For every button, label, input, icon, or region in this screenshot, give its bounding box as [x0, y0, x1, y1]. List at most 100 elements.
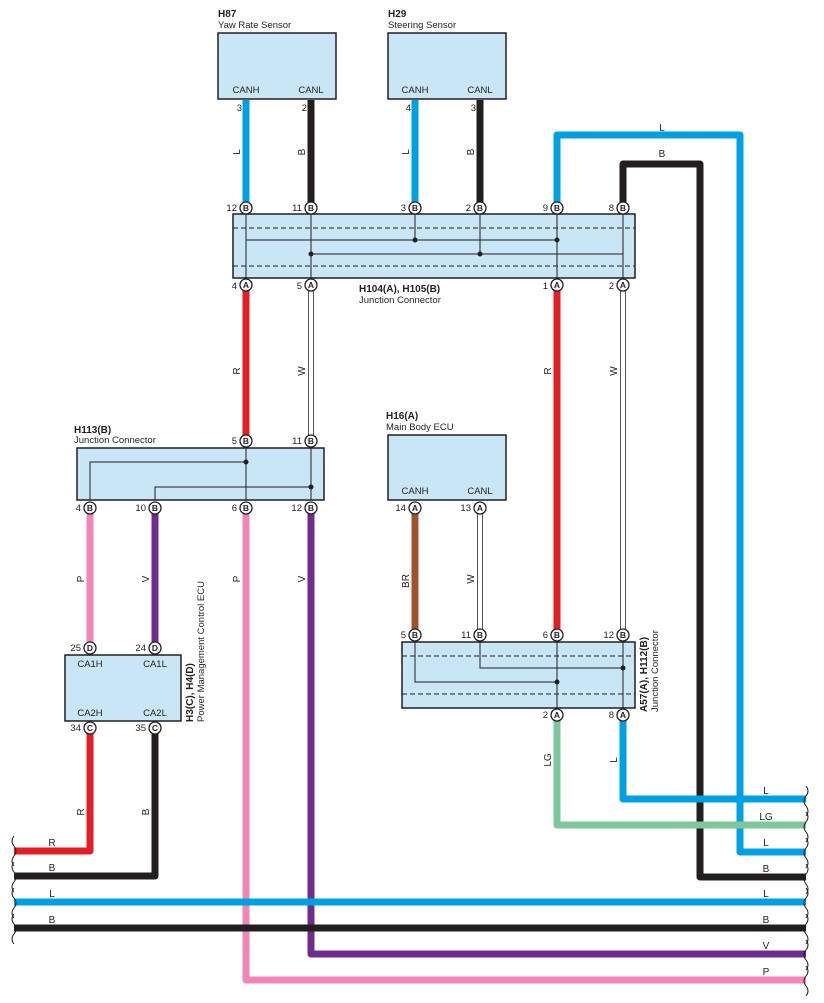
svg-text:CA2H: CA2H: [77, 708, 102, 719]
svg-text:11: 11: [292, 436, 302, 447]
svg-text:A: A: [620, 280, 626, 290]
svg-text:3: 3: [237, 103, 242, 114]
a57-box: [401, 641, 636, 709]
svg-text:8: 8: [609, 710, 614, 721]
svg-text:6: 6: [232, 503, 237, 514]
svg-text:B: B: [49, 915, 56, 926]
svg-text:3: 3: [401, 203, 406, 214]
svg-text:B: B: [49, 863, 56, 874]
connector-letters: B B B B B B A A A A B B B B B B A A D D …: [87, 203, 626, 733]
svg-text:10: 10: [135, 503, 146, 514]
svg-text:35: 35: [135, 723, 146, 734]
jc-main-code: H104(A), H105(B): [359, 284, 440, 295]
svg-text:P: P: [76, 575, 87, 582]
svg-text:B: B: [620, 203, 626, 213]
svg-text:11: 11: [461, 630, 471, 641]
svg-text:L: L: [763, 889, 769, 900]
svg-text:12: 12: [603, 630, 614, 641]
svg-text:12: 12: [291, 503, 302, 514]
a57-internal: [414, 642, 624, 708]
wire-a57-8-l: [619, 715, 806, 803]
svg-text:W: W: [466, 574, 477, 584]
pm-ecu-name: Power Management Control ECU: [196, 581, 207, 722]
svg-text:B: B: [763, 915, 770, 926]
steering-name: Steering Sensor: [388, 20, 456, 31]
steering-sensor-box: [387, 32, 507, 100]
svg-text:B: B: [477, 203, 483, 213]
svg-text:B: B: [297, 148, 308, 155]
pin-circles: [83, 201, 630, 735]
svg-text:L: L: [609, 757, 620, 763]
wire-pm35-b: [14, 728, 159, 880]
svg-text:B: B: [243, 503, 249, 513]
svg-text:B: B: [308, 436, 314, 446]
a57-name: Junction Connector: [650, 630, 661, 712]
svg-text:B: B: [243, 436, 249, 446]
svg-text:W: W: [297, 366, 308, 376]
svg-text:34: 34: [70, 723, 81, 734]
svg-text:W: W: [609, 366, 620, 376]
h113-internal: [89, 448, 312, 500]
svg-text:B: B: [659, 149, 666, 160]
svg-text:B: B: [477, 630, 483, 640]
bus-labels: R B L B L LG L B L B V P: [48, 786, 773, 978]
svg-text:B: B: [243, 203, 249, 213]
svg-text:A: A: [554, 710, 560, 720]
svg-text:B: B: [620, 630, 626, 640]
svg-text:CANL: CANL: [467, 486, 492, 497]
wire-h113-6-p: [242, 508, 806, 984]
component-labels: H87 Yaw Rate Sensor CANH CANL H29 Steeri…: [74, 9, 661, 722]
wire-jc9-l: [553, 131, 806, 856]
svg-text:D: D: [87, 643, 93, 653]
jc-main-box: [232, 213, 636, 279]
svg-text:4: 4: [76, 503, 81, 514]
svg-text:L: L: [763, 786, 769, 797]
svg-text:CA2L: CA2L: [143, 708, 167, 719]
svg-text:8: 8: [609, 203, 614, 214]
svg-text:A: A: [412, 503, 418, 513]
svg-text:B: B: [87, 503, 93, 513]
main-ecu-name: Main Body ECU: [386, 422, 454, 433]
yaw-code: H87: [218, 9, 237, 20]
svg-text:5: 5: [297, 281, 302, 292]
pin-numbers: 3 2 4 3 12 11 3 2 9 8 4 5 1 2 5 11 4 10 …: [70, 103, 614, 734]
svg-text:L: L: [763, 838, 769, 849]
svg-text:9: 9: [543, 203, 548, 214]
wire-h113-12-v: [307, 508, 806, 958]
svg-text:A: A: [554, 280, 560, 290]
svg-text:B: B: [152, 503, 158, 513]
svg-text:25: 25: [70, 643, 81, 654]
svg-text:1: 1: [543, 281, 548, 292]
svg-text:LG: LG: [543, 753, 554, 767]
svg-text:6: 6: [543, 630, 548, 641]
steering-code: H29: [388, 9, 407, 20]
svg-text:14: 14: [395, 503, 406, 514]
svg-text:LG: LG: [759, 812, 773, 823]
svg-text:CANH: CANH: [233, 85, 260, 96]
svg-text:2: 2: [543, 710, 548, 721]
wire-jc8-b: [619, 160, 806, 881]
svg-text:B: B: [466, 148, 477, 155]
svg-text:B: B: [412, 630, 418, 640]
svg-text:CA1L: CA1L: [143, 659, 167, 670]
svg-text:5: 5: [232, 436, 237, 447]
svg-text:4: 4: [406, 103, 411, 114]
svg-text:4: 4: [232, 281, 237, 292]
wire-pm34-r: [14, 728, 94, 855]
svg-text:L: L: [401, 149, 412, 155]
svg-text:A: A: [308, 280, 314, 290]
svg-text:A: A: [243, 280, 249, 290]
pm-ecu-box: [64, 654, 182, 722]
svg-text:CA1H: CA1H: [77, 659, 102, 670]
main-body-ecu-box: [387, 434, 507, 501]
jc-main-name: Junction Connector: [359, 295, 441, 306]
h113-box: [76, 447, 325, 501]
svg-text:C: C: [152, 723, 158, 733]
svg-text:L: L: [49, 889, 55, 900]
svg-text:L: L: [232, 149, 243, 155]
svg-text:5: 5: [401, 630, 406, 641]
svg-text:CANH: CANH: [402, 85, 429, 96]
svg-text:BR: BR: [401, 574, 412, 588]
svg-text:D: D: [152, 643, 158, 653]
